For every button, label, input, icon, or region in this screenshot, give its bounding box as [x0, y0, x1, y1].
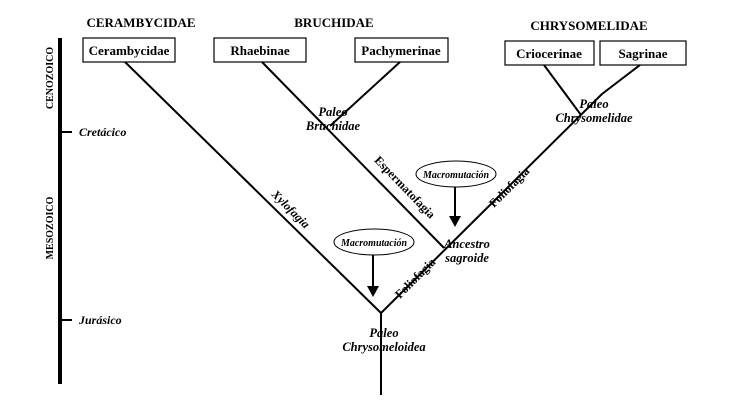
taxon-box-cerambycidae: Cerambycidae — [82, 37, 176, 63]
arrow-down-icon — [367, 286, 379, 297]
branch-sagrinae — [601, 64, 641, 95]
clade-ancestro-sagroide-line2: sagroide — [444, 251, 489, 265]
taxon-label-rhaebinae: Rhaebinae — [230, 43, 289, 58]
clade-paleo-chrysomeloidea-line2: Chrysomeloidea — [342, 340, 425, 354]
clade-paleo-bruchidae-line2: Bruchidae — [305, 119, 361, 133]
macromutation-label-upper: Macromutación — [422, 170, 490, 181]
taxon-label-criocerinae: Criocerinae — [516, 46, 582, 61]
taxon-label-cerambycidae: Cerambycidae — [89, 43, 170, 58]
period-cretacico: Cretácico — [79, 125, 126, 139]
macromutation-event-upper: Macromutación — [415, 160, 497, 227]
taxon-box-criocerinae: Criocerinae — [504, 40, 595, 66]
taxon-box-rhaebinae: Rhaebinae — [213, 37, 307, 63]
taxon-label-sagrinae: Sagrinae — [618, 46, 667, 61]
family-chrysomelidae: CHRYSOMELIDAE — [530, 18, 647, 33]
family-bruchidae: BRUCHIDAE — [294, 15, 373, 30]
branch-pachymerinae — [329, 61, 401, 127]
era-mesozoico: MESOZOICO — [45, 196, 56, 259]
branch-chrysomeloidea-right — [380, 93, 603, 314]
branch-cerambycidae — [124, 61, 382, 314]
clade-paleo-chrysomeloidea-line1: Paleo — [369, 326, 398, 340]
branch-criocerinae — [543, 64, 582, 116]
label-espermatofagia: Espermatofagia — [372, 153, 439, 221]
taxon-label-pachymerinae: Pachymerinae — [361, 43, 441, 58]
clade-paleo-chrysomelidae-line1: Paleo — [579, 97, 608, 111]
macromutation-label-lower: Macromutación — [340, 238, 408, 249]
period-jurasico: Jurásico — [78, 313, 122, 327]
era-cenozoico: CENOZOICO — [45, 47, 56, 109]
clade-paleo-chrysomelidae-line2: Chrysomelidae — [555, 111, 633, 125]
clade-ancestro-sagroide-line1: Ancestro — [443, 237, 490, 251]
clade-paleo-bruchidae-line1: Paleo — [318, 105, 347, 119]
taxon-box-sagrinae: Sagrinae — [599, 40, 687, 66]
tree-branches — [124, 61, 641, 395]
macromutation-event-lower: Macromutación — [333, 228, 415, 297]
label-foliofagia-lower: Foliofagia — [392, 255, 438, 301]
family-cerambycidae: CERAMBYCIDAE — [86, 15, 195, 30]
arrow-down-icon — [449, 216, 461, 227]
taxon-box-pachymerinae: Pachymerinae — [354, 37, 449, 63]
branch-rhaebinae — [261, 61, 445, 249]
